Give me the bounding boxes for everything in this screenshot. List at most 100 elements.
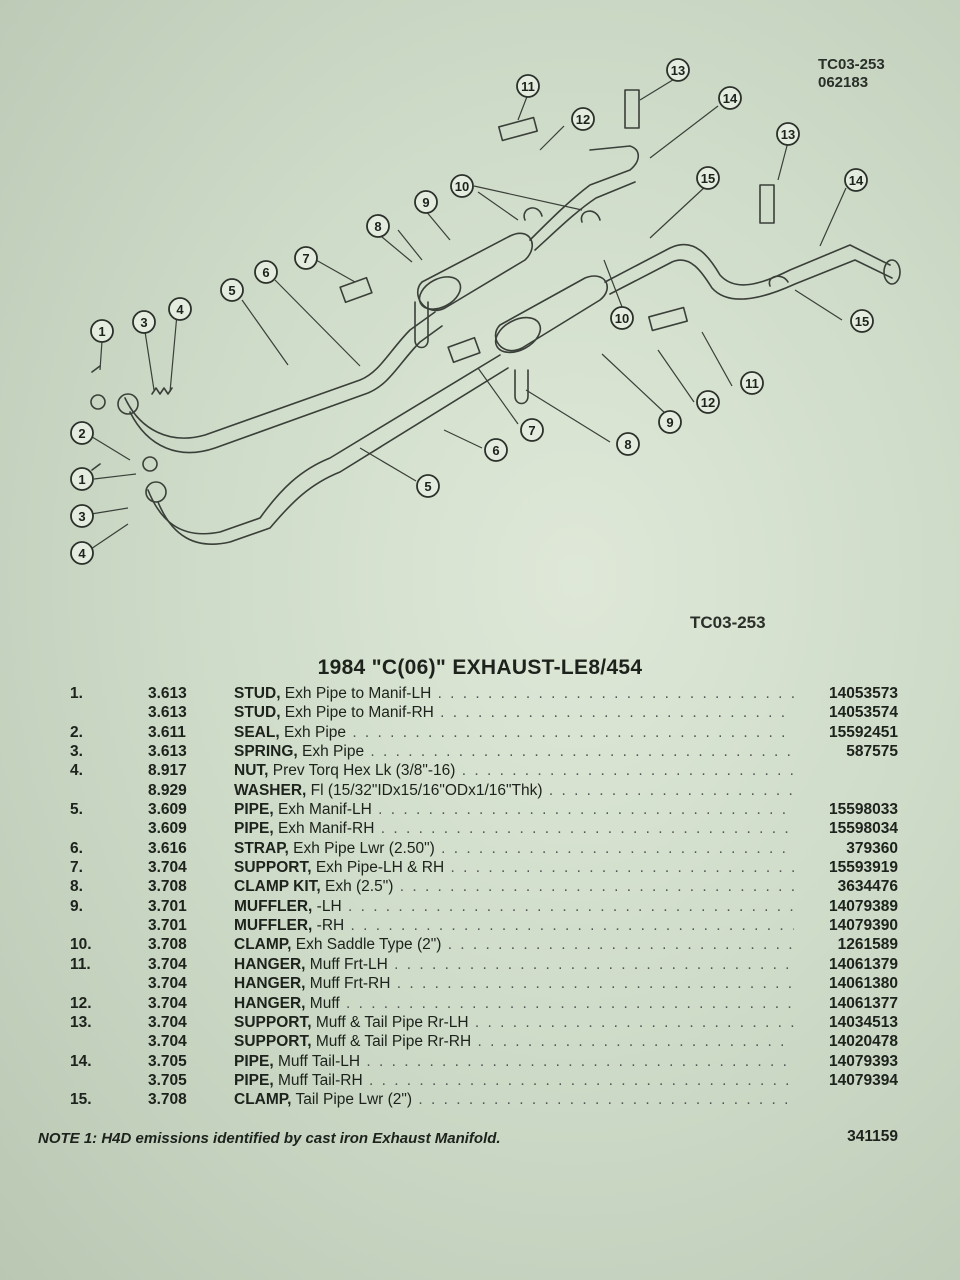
figure-code: TC03-253 [818, 56, 885, 73]
part-detail: Muff Frt-RH [305, 975, 391, 993]
leader-dots: . . . . . . . . . . . . . . . . . . . . … [378, 801, 794, 819]
part-name: HANGER, [234, 975, 306, 993]
part-description: HANGER, Muff Frt-RH . . . . . . . . . . … [234, 974, 794, 993]
callout-12: 12 [576, 112, 590, 127]
leader-dots: . . . . . . . . . . . . . . . . . . . . … [350, 917, 794, 935]
part-number: 15598034 [829, 820, 898, 838]
part-number: 14053574 [829, 704, 898, 722]
exhaust-exploded-diagram: 1 3 4 2 1 3 4 5 6 7 8 9 10 11 12 13 14 1… [70, 58, 901, 565]
part-number: 14079393 [829, 1052, 898, 1070]
part-name: SUPPORT, [234, 1033, 312, 1051]
leader-dots: . . . . . . . . . . . . . . . . . . . . … [447, 936, 794, 954]
part-detail: -RH [312, 917, 345, 935]
clamp-u-bolt-rh [514, 369, 529, 405]
callout-10: 10 [455, 179, 469, 194]
section-number: 3.704 [148, 975, 187, 993]
part-description: PIPE, Muff Tail-LH . . . . . . . . . . .… [234, 1052, 794, 1071]
figure-code-label: TC03-253 [690, 613, 766, 632]
hanger-muff [648, 306, 688, 332]
parts-list-row: 3.613 STUD, Exh Pipe to Manif-RH . . . . … [36, 703, 916, 722]
spring-exh-pipe [151, 387, 173, 395]
part-number: 14053573 [829, 685, 898, 702]
part-detail: Prev Torq Hex Lk (3/8"-16) [268, 762, 456, 780]
part-number: 14061379 [829, 955, 898, 973]
footnote: NOTE 1: H4D emissions identified by cast… [38, 1130, 501, 1147]
part-description: MUFFLER, -RH . . . . . . . . . . . . . .… [234, 916, 794, 935]
part-name: STUD, [234, 685, 281, 702]
section-number: 3.704 [148, 955, 187, 973]
part-name: MUFFLER, [234, 897, 313, 915]
leader-dots: . . . . . . . . . . . . . . . . . . . . … [394, 955, 794, 973]
part-description: HANGER, Muff Frt-LH . . . . . . . . . . … [234, 955, 794, 974]
callout-1b: 1 [78, 472, 85, 487]
leader-dots: . . . . . . . . . . . . . . . . . . . . … [370, 743, 794, 761]
part-description: SEAL, Exh Pipe . . . . . . . . . . . . .… [234, 723, 794, 742]
leader-dots: . . . . . . . . . . . . . . . . . . . . … [345, 994, 794, 1012]
callout-8: 8 [374, 219, 381, 234]
section-number: 3.705 [148, 1052, 187, 1070]
part-description: STUD, Exh Pipe to Manif-LH . . . . . . .… [234, 684, 794, 703]
part-description: WASHER, Fl (15/32"IDx15/16"ODx1/16"Thk) … [234, 781, 794, 800]
part-number: 14079394 [829, 1071, 898, 1089]
parts-list-row: 14. 3.705 PIPE, Muff Tail-LH . . . . . . .… [36, 1052, 916, 1071]
part-description: STUD, Exh Pipe to Manif-RH . . . . . . .… [234, 703, 794, 722]
part-number: 14079389 [829, 897, 898, 915]
callout-5b: 5 [424, 479, 431, 494]
leader-dots: . . . . . . . . . . . . . . . . . . . . … [474, 1013, 794, 1031]
part-description: STRAP, Exh Pipe Lwr (2.50") . . . . . . … [234, 839, 794, 858]
clamp-u-bolt-lh [414, 301, 429, 349]
item-number: 2. [70, 723, 83, 741]
item-number: 15. [70, 1091, 92, 1109]
part-number: 15592451 [829, 723, 898, 741]
seal-exh-pipe-lh [90, 394, 106, 410]
part-name: MUFFLER, [234, 917, 313, 935]
section-number: 3.704 [148, 1013, 187, 1031]
section-number: 3.613 [148, 685, 187, 702]
callout-2: 2 [78, 426, 85, 441]
section-number: 3.613 [148, 704, 187, 722]
part-name: SPRING, [234, 743, 298, 761]
part-detail: Exh Saddle Type (2") [291, 936, 442, 954]
part-name: CLAMP, [234, 1091, 292, 1109]
part-description: SUPPORT, Muff & Tail Pipe Rr-RH . . . . … [234, 1032, 794, 1051]
part-detail: Muff Tail-LH [273, 1052, 361, 1070]
part-number: 15598033 [829, 801, 898, 819]
part-description: CLAMP KIT, Exh (2.5") . . . . . . . . . … [234, 877, 794, 896]
section-number: 8.917 [148, 762, 187, 780]
clamp-tail-pipe [768, 275, 789, 287]
callout-6: 6 [262, 265, 269, 280]
callout-13b: 13 [781, 127, 795, 142]
callout-14b: 14 [849, 173, 864, 188]
callout-4b: 4 [78, 546, 86, 561]
section-number: 8.929 [148, 781, 187, 799]
stud-exh-pipe [91, 365, 101, 471]
part-detail: Muff [305, 994, 340, 1012]
part-detail: Exh Pipe to Manif-RH [280, 704, 434, 722]
part-name: PIPE, [234, 820, 274, 838]
section-number: 3.704 [148, 859, 187, 877]
part-name: STRAP, [234, 839, 289, 857]
part-detail: Muff & Tail Pipe Rr-RH [311, 1033, 472, 1051]
part-name: WASHER, [234, 781, 307, 799]
callout-7: 7 [302, 251, 309, 266]
part-detail: Muff & Tail Pipe Rr-LH [311, 1013, 469, 1031]
part-description: PIPE, Muff Tail-RH . . . . . . . . . . .… [234, 1071, 794, 1090]
part-number: 14061380 [829, 975, 898, 993]
leader-dots: . . . . . . . . . . . . . . . . . . . . … [352, 723, 794, 741]
leader-dots: . . . . . . . . . . . . . . . . . . . . … [461, 762, 794, 780]
item-number: 14. [70, 1052, 92, 1070]
callout-10b: 10 [615, 311, 629, 326]
part-name: SUPPORT, [234, 859, 312, 877]
section-number: 3.701 [148, 897, 187, 915]
part-description: CLAMP, Exh Saddle Type (2") . . . . . . … [234, 935, 794, 954]
callout-13: 13 [671, 63, 685, 78]
part-detail: Exh (2.5") [320, 878, 394, 896]
callout-7b: 7 [528, 423, 535, 438]
section-number: 3.609 [148, 801, 187, 819]
